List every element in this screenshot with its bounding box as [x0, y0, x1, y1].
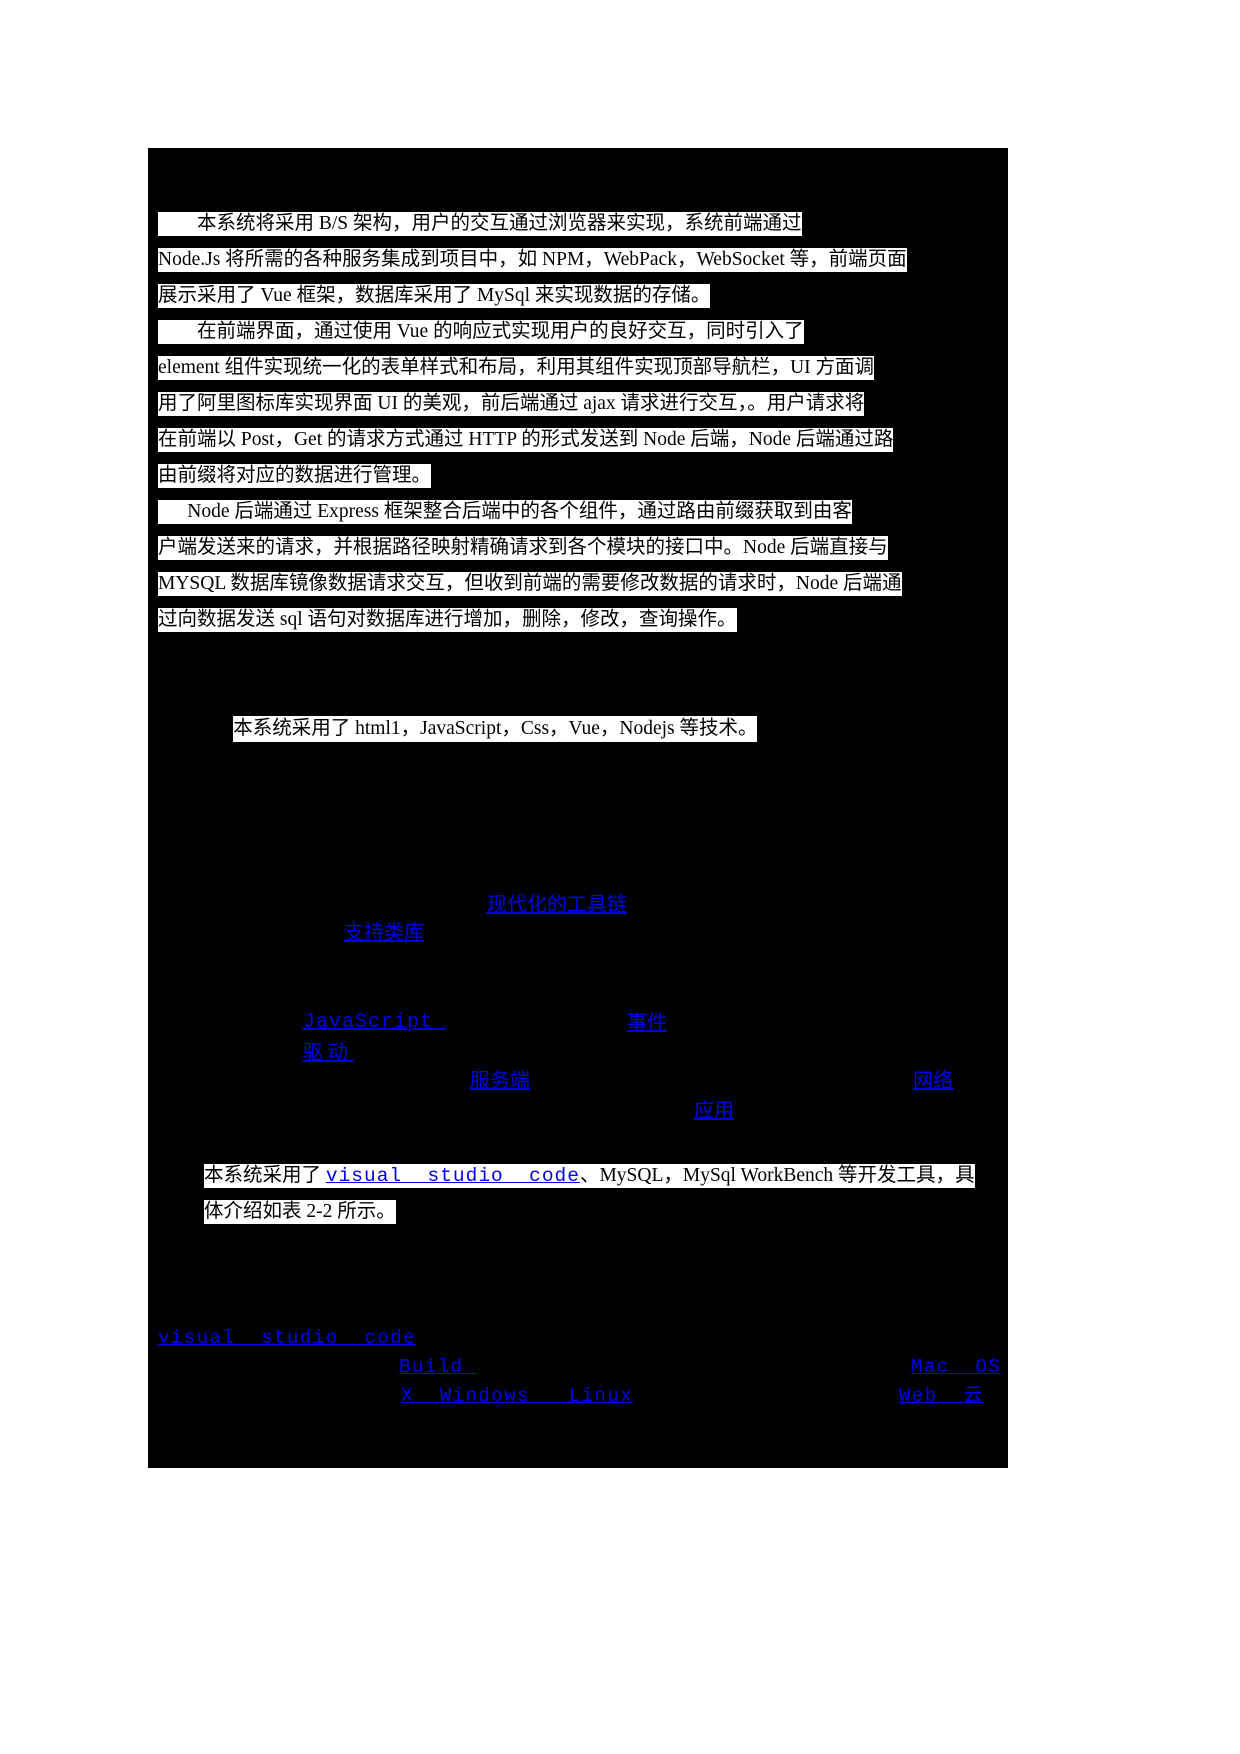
text-line: 展示采用了 Vue 框架，数据库采用了 MySql 来实现数据的存储。 — [158, 284, 711, 308]
text-line: 在前端以 Post，Get 的请求方式通过 HTTP 的形式发送到 Node 后… — [158, 428, 894, 452]
table-link-visual-studio-code[interactable]: visual studio code — [158, 1327, 417, 1349]
body-text-block: 本系统将采用 B/S 架构，用户的交互通过浏览器来实现，系统前端通过 Node.… — [158, 206, 1008, 638]
text-line: MYSQL 数据库镜像数据请求交互，但收到前端的需要修改数据的请求时，Node … — [158, 572, 902, 596]
table-link-mac-os[interactable]: Mac OS — [911, 1356, 1002, 1378]
link-application[interactable]: 应用 — [694, 1100, 734, 1122]
link-visual-studio-code[interactable]: visual studio code — [325, 1165, 580, 1187]
text-line: 本系统将采用 B/S 架构，用户的交互通过浏览器来实现，系统前端通过 — [158, 212, 802, 236]
paragraph-1: 本系统将采用 B/S 架构，用户的交互通过浏览器来实现，系统前端通过 Node.… — [158, 206, 1008, 314]
text-line: Node 后端通过 Express 框架整合后端中的各个组件，通过路由前缀获取到… — [158, 500, 852, 524]
link-server-side[interactable]: 服务端 — [470, 1070, 530, 1092]
tools-paragraph: 本系统采用了 visual studio code、MySQL，MySql Wo… — [204, 1158, 1004, 1230]
text-line: 用了阿里图标库实现界面 UI 的美观，前后端通过 ajax 请求进行交互，。用户… — [158, 392, 865, 416]
link-event[interactable]: 事件 — [627, 1012, 667, 1034]
paragraph-3: Node 后端通过 Express 框架整合后端中的各个组件，通过路由前缀获取到… — [158, 494, 1008, 638]
text-line: 由前缀将对应的数据进行管理。 — [158, 464, 432, 488]
text-line: 户端发送来的请求，并根据路径映射精确请求到各个模块的接口中。Node 后端直接与 — [158, 536, 888, 560]
paragraph-2: 在前端界面，通过使用 Vue 的响应式实现用户的良好交互，同时引入了 eleme… — [158, 314, 1008, 494]
tools-suffix: 、MySQL，MySql WorkBench 等开发工具，具 — [579, 1165, 975, 1186]
text-line: Node.Js 将所需的各种服务集成到项目中，如 NPM，WebPack，Web… — [158, 248, 907, 272]
link-driven[interactable]: 驱 动 — [303, 1042, 353, 1064]
table-link-web-cloud[interactable]: Web 云 — [899, 1385, 985, 1407]
link-modern-toolchain[interactable]: 现代化的工具链 — [487, 894, 627, 916]
link-javascript[interactable]: JavaScript — [303, 1011, 447, 1034]
text-line: 过向数据发送 sql 语句对数据库进行增加，删除，修改，查询操作。 — [158, 608, 737, 632]
text-line: 体介绍如表 2-2 所示。 — [204, 1200, 396, 1224]
table-link-build[interactable]: Build — [399, 1356, 477, 1378]
tech-statement-line: 本系统采用了 html1，JavaScript，Css，Vue，Nodejs 等… — [204, 678, 758, 780]
tools-prefix: 本系统采用了 — [204, 1165, 326, 1186]
document-content-area: 本系统将采用 B/S 架构，用户的交互通过浏览器来实现，系统前端通过 Node.… — [148, 148, 1008, 1468]
text-line: 在前端界面，通过使用 Vue 的响应式实现用户的良好交互，同时引入了 — [158, 320, 804, 344]
link-network[interactable]: 网络 — [913, 1070, 953, 1092]
table-link-x-windows-linux[interactable]: X Windows Linux — [401, 1385, 634, 1407]
link-support-library[interactable]: 支持类库 — [344, 922, 424, 944]
text-line: 本系统采用了 visual studio code、MySQL，MySql Wo… — [204, 1158, 1004, 1194]
text-line: element 组件实现统一化的表单样式和布局，利用其组件实现顶部导航栏，UI … — [158, 356, 875, 380]
